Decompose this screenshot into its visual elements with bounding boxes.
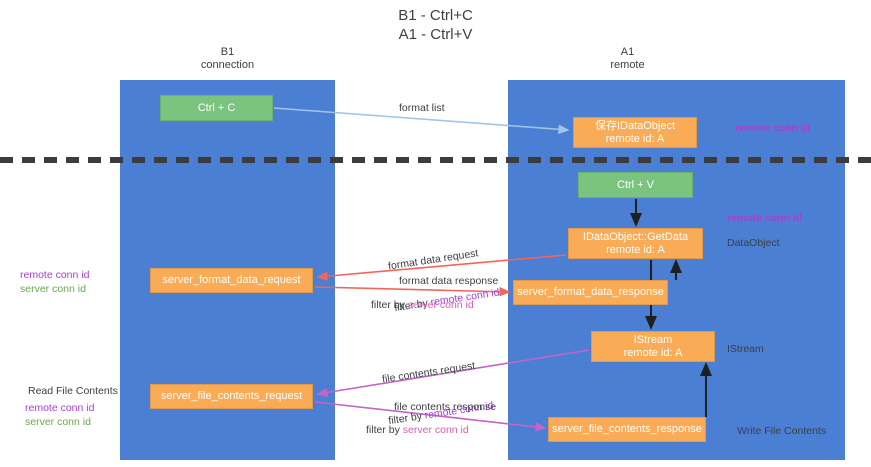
token-remote-conn-id: remote conn id xyxy=(20,269,90,281)
node-server-format-data-response[interactable]: server_format_data_response xyxy=(513,280,668,305)
side-label-ids-bottom: remote conn id server conn id xyxy=(25,401,94,429)
lane-header-a1: A1 remote xyxy=(610,46,645,71)
side-label-read-file-contents: Read File Contents xyxy=(28,385,118,397)
phase-separator xyxy=(0,157,871,163)
node-server-file-contents-request[interactable]: server_file_contents_request xyxy=(150,384,313,409)
node-ctrl-c[interactable]: Ctrl + C xyxy=(160,95,273,121)
node-idataobject-getdata[interactable]: IDataObject::GetData remote id: A xyxy=(568,228,703,259)
label-filter-server-conn-id-1: filter by server conn id xyxy=(371,299,474,311)
side-label-remote-conn-id-mid: remote conn id xyxy=(727,212,803,224)
label-file-contents-request-text: file contents request xyxy=(381,359,477,386)
token-server-conn-id: server conn id xyxy=(20,283,86,295)
token-server-conn-id: server conn id xyxy=(25,416,91,428)
node-save-idataobject[interactable]: 保存IDataObject remote id: A xyxy=(573,117,697,148)
node-istream[interactable]: IStream remote id: A xyxy=(591,331,715,362)
label-file-contents-response: file contents response xyxy=(394,401,497,413)
token-server-conn-id: server conn id xyxy=(407,299,474,311)
label-format-list: format list xyxy=(399,102,445,114)
label-format-data-request-text: format data request xyxy=(387,247,480,273)
side-label-istream: IStream xyxy=(727,343,764,355)
lane-header-b1: B1 connection xyxy=(200,46,255,71)
page-title: B1 - Ctrl+C A1 - Ctrl+V xyxy=(398,7,473,43)
node-server-format-data-request[interactable]: server_format_data_request xyxy=(150,268,313,293)
side-label-ids-top: remote conn id server conn id xyxy=(20,268,89,296)
label-format-data-response: format data response xyxy=(399,275,499,287)
side-label-write-file-contents: Write File Contents xyxy=(737,425,827,437)
label-filter-server-conn-id-2: filter by server conn id xyxy=(366,424,469,436)
token-server-conn-id: server conn id xyxy=(402,424,469,436)
side-label-dataobject: DataObject xyxy=(727,237,780,249)
node-ctrl-v[interactable]: Ctrl + V xyxy=(578,172,693,198)
token-remote-conn-id: remote conn id xyxy=(25,402,95,414)
node-server-file-contents-response[interactable]: server_file_contents_response xyxy=(548,417,706,442)
side-label-remote-conn-id-top: remote conn id xyxy=(735,122,811,134)
